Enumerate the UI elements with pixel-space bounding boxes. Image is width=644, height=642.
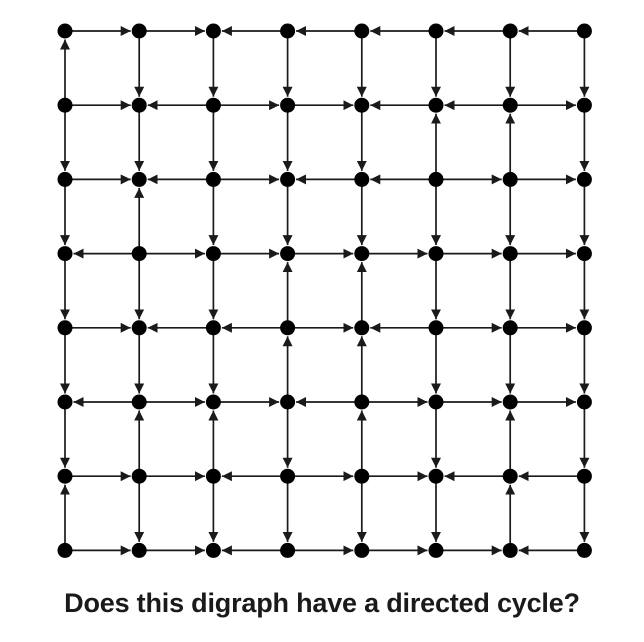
graph-node: [354, 23, 370, 39]
graph-node: [131, 246, 147, 262]
graph-node: [354, 542, 370, 558]
digraph: [57, 23, 592, 558]
graph-node: [576, 468, 592, 484]
graph-node: [280, 23, 296, 39]
graph-node: [502, 468, 518, 484]
edges-layer: [60, 26, 590, 556]
graph-node: [576, 320, 592, 336]
graph-node: [354, 97, 370, 113]
graph-node: [57, 320, 73, 336]
graph-node: [131, 171, 147, 187]
graph-node: [131, 23, 147, 39]
graph-node: [57, 542, 73, 558]
graph-node: [354, 320, 370, 336]
graph-node: [280, 468, 296, 484]
graph-node: [205, 246, 221, 262]
graph-node: [280, 246, 296, 262]
graph-node: [280, 320, 296, 336]
graph-node: [354, 246, 370, 262]
graph-node: [576, 246, 592, 262]
graph-node: [280, 542, 296, 558]
graph-node: [576, 542, 592, 558]
graph-node: [205, 542, 221, 558]
graph-node: [576, 394, 592, 410]
graph-node: [354, 171, 370, 187]
graph-node: [205, 468, 221, 484]
graph-node: [280, 394, 296, 410]
graph-node: [428, 171, 444, 187]
graph-node: [205, 171, 221, 187]
graph-node: [502, 171, 518, 187]
graph-node: [428, 542, 444, 558]
graph-node: [57, 394, 73, 410]
graph-node: [354, 468, 370, 484]
graph-node: [354, 394, 370, 410]
graph-node: [428, 320, 444, 336]
graph-node: [57, 246, 73, 262]
graph-node: [131, 468, 147, 484]
graph-node: [57, 23, 73, 39]
graph-node: [502, 320, 518, 336]
graph-node: [428, 246, 444, 262]
graph-node: [57, 171, 73, 187]
graph-node: [280, 171, 296, 187]
graph-node: [280, 97, 296, 113]
graph-node: [576, 97, 592, 113]
graph-node: [576, 23, 592, 39]
graph-node: [502, 23, 518, 39]
nodes-layer: [57, 23, 592, 558]
graph-node: [131, 97, 147, 113]
graph-node: [502, 394, 518, 410]
graph-node: [205, 320, 221, 336]
graph-node: [131, 542, 147, 558]
graph-node: [131, 394, 147, 410]
graph-node: [502, 542, 518, 558]
graph-node: [131, 320, 147, 336]
question-caption: Does this digraph have a directed cycle?: [64, 588, 580, 618]
graph-node: [502, 246, 518, 262]
graph-node: [502, 97, 518, 113]
graph-node: [428, 394, 444, 410]
graph-node: [428, 97, 444, 113]
graph-node: [205, 23, 221, 39]
graph-node: [428, 468, 444, 484]
graph-node: [428, 23, 444, 39]
graph-node: [57, 468, 73, 484]
graph-node: [205, 97, 221, 113]
graph-node: [576, 171, 592, 187]
graph-node: [57, 97, 73, 113]
graph-node: [205, 394, 221, 410]
